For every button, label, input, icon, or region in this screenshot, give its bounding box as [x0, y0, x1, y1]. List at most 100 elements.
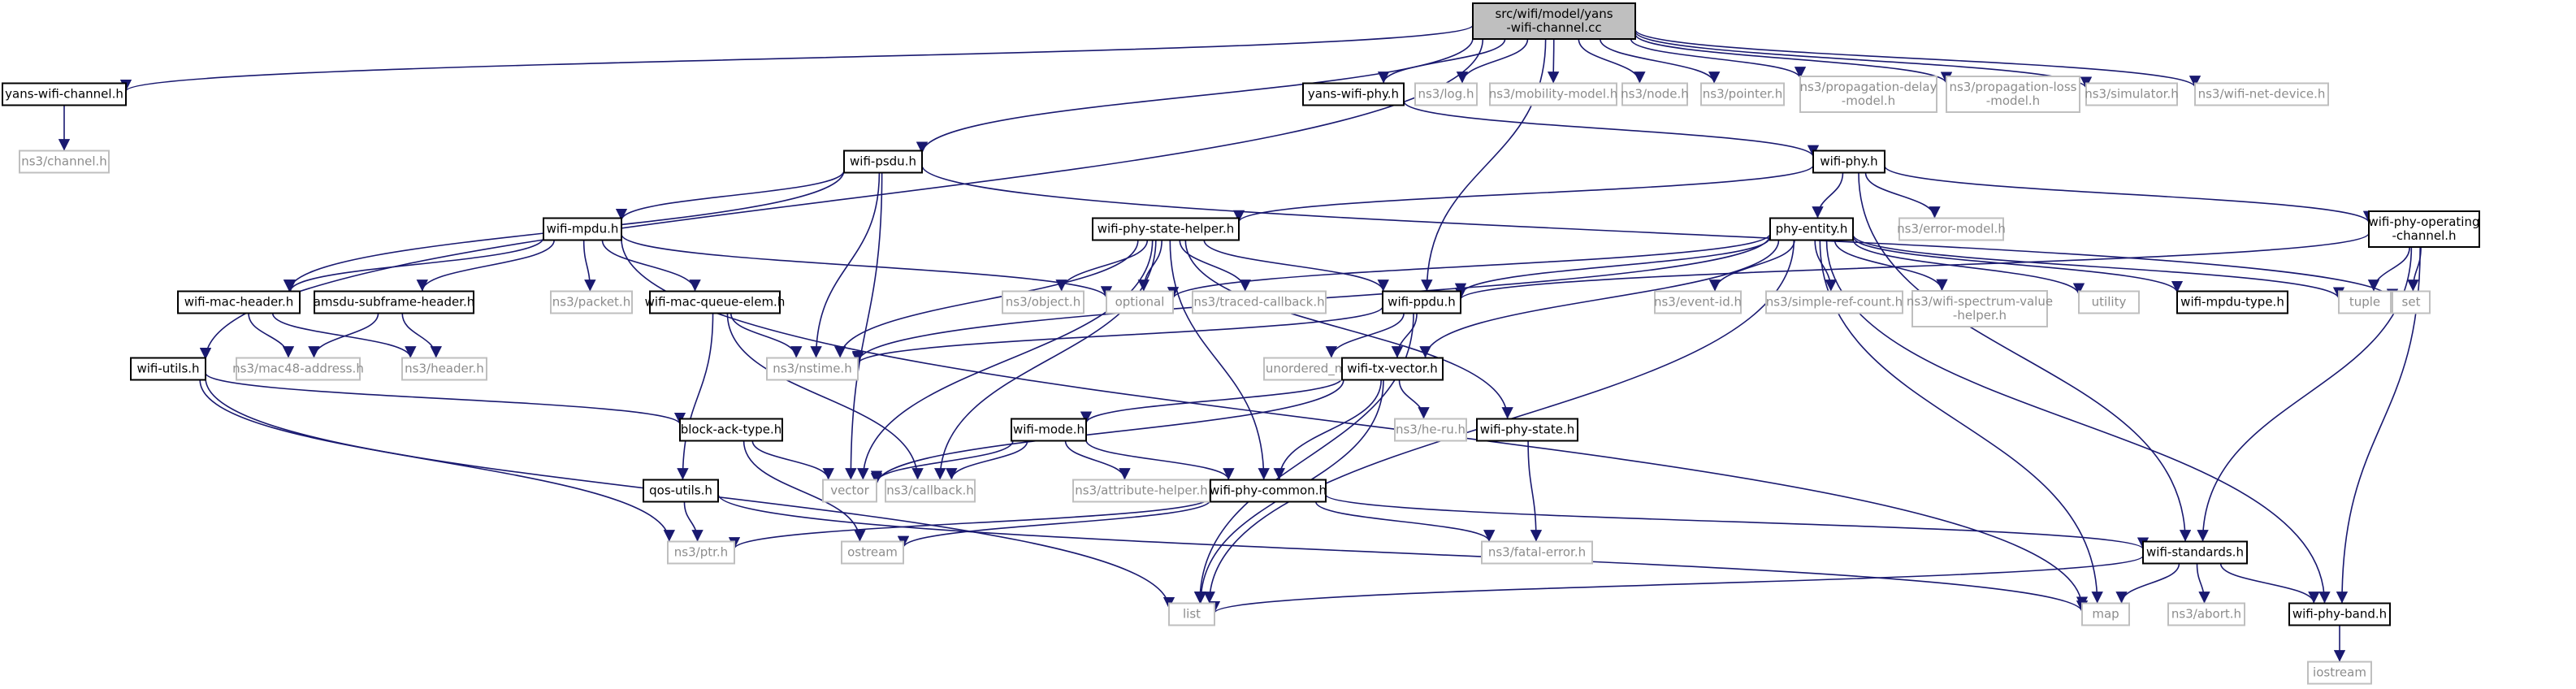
node-wifi-phy-state-helper[interactable]: wifi-phy-state-helper.h: [1092, 217, 1240, 241]
node-box: [885, 479, 976, 503]
edge-wifi-phy-common-to-ostream: [897, 499, 1211, 548]
node-ns3-callback: ns3/callback.h: [885, 479, 976, 503]
node-ns3-traced-callback: ns3/traced-callback.h: [1192, 290, 1327, 314]
node-label: list: [1183, 607, 1201, 622]
node-wifi-ppdu[interactable]: wifi-ppdu.h: [1382, 290, 1461, 314]
edge-wifi-ppdu-to-unordered-map: [1325, 313, 1405, 358]
edge-wifi-psdu-to-vector: [845, 172, 883, 480]
node-box: [643, 479, 719, 503]
node-iostream: iostream: [2307, 661, 2372, 685]
edge-wifi-tx-vector-to-wifi-mode: [1080, 377, 1343, 424]
node-wifi-tx-vector[interactable]: wifi-tx-vector.h: [1341, 357, 1444, 381]
graph-nodes: src/wifi/model/yans-wifi-channel.cc yans-…: [2, 2, 2480, 685]
node-label: ns3/propagation-delay: [1799, 80, 1937, 94]
node-box: [667, 540, 735, 565]
edge-wifi-mpdu-to-amsdu-subframe-header: [416, 240, 555, 292]
edge-wifi-ppdu-to-list: [1193, 313, 1414, 604]
edge-phy-entity-to-wifi-tx-vector: [1419, 240, 1780, 358]
edge-root-to-ns3-prop-loss: [1634, 33, 1953, 84]
node-label: wifi-phy-band.h: [2292, 607, 2387, 622]
node-box: [1700, 82, 1785, 106]
edge-block-ack-type-to-ostream: [742, 440, 866, 542]
node-box: [1011, 418, 1087, 442]
node-vector: vector: [822, 479, 877, 503]
node-label: ns3/channel.h: [21, 154, 107, 169]
node-label: ns3/simple-ref-count.h: [1766, 295, 1903, 310]
node-ns3-mac48-address: ns3/mac48-address.h: [232, 357, 364, 381]
node-phy-entity[interactable]: phy-entity.h: [1769, 217, 1854, 241]
node-box: [1341, 357, 1444, 381]
edge-root-to-ns3-prop-delay: [1630, 38, 1807, 79]
node-wifi-mac-queue-elem[interactable]: wifi-mac-queue-elem.h: [645, 290, 786, 314]
node-wifi-phy-band[interactable]: wifi-phy-band.h: [2288, 602, 2391, 626]
edge-phy-entity-to-tuple: [1852, 234, 2344, 300]
edge-wifi-phy-common-to-wifi-standards: [1325, 494, 2149, 550]
node-box: [2194, 82, 2329, 106]
edge-wifi-standards-to-list: [1209, 555, 2144, 613]
graph-edges: [58, 24, 2422, 662]
node-box: [1476, 418, 1578, 442]
node-wifi-psdu[interactable]: wifi-psdu.h: [843, 150, 923, 174]
node-label: wifi-phy-state.h: [1480, 422, 1575, 437]
node-label: tuple: [2349, 295, 2380, 310]
node-box: [1382, 290, 1461, 314]
node-ns3-channel: ns3/channel.h: [19, 150, 110, 174]
node-yans-wifi-channel[interactable]: yans-wifi-channel.h: [2, 82, 127, 106]
node-label: -model.h: [1986, 93, 2040, 108]
node-wifi-mode[interactable]: wifi-mode.h: [1011, 418, 1087, 442]
node-label: set: [2402, 295, 2421, 310]
node-wifi-mpdu-type[interactable]: wifi-mpdu-type.h: [2176, 290, 2288, 314]
edge-wifi-phy-state-helper-to-wifi-phy-common: [1169, 240, 1270, 480]
node-label: wifi-standards.h: [2146, 545, 2244, 560]
node-label: wifi-psdu.h: [850, 154, 916, 169]
edge-wifi-mpdu-to-wifi-mac-queue-elem: [601, 240, 701, 292]
edge-wifi-tx-vector-to-ns3-he-ru: [1398, 379, 1430, 419]
node-ns3-error-model: ns3/error-model.h: [1897, 217, 2006, 241]
node-ns3-fatal-error: ns3/fatal-error.h: [1481, 540, 1593, 565]
node-ns3-ptr: ns3/ptr.h: [667, 540, 735, 565]
node-wifi-utils[interactable]: wifi-utils.h: [130, 357, 206, 381]
node-box: [1812, 150, 1885, 174]
edge-root-to-ns3-node: [1578, 38, 1646, 84]
edge-wifi-phy-state-helper-to-vector: [857, 240, 1154, 480]
node-box: [1765, 290, 1903, 314]
node-label: ns3/mobility-model.h: [1489, 87, 1618, 102]
node-wifi-phy[interactable]: wifi-phy.h: [1812, 150, 1885, 174]
node-wifi-mac-header[interactable]: wifi-mac-header.h: [177, 290, 301, 314]
node-wifi-phy-common[interactable]: wifi-phy-common.h: [1210, 479, 1327, 503]
edge-wifi-phy-to-wifi-phy-operating-channel: [1884, 165, 2375, 223]
node-yans-wifi-phy[interactable]: yans-wifi-phy.h: [1302, 82, 1405, 106]
node-wifi-mpdu[interactable]: wifi-mpdu.h: [543, 217, 622, 241]
node-label: src/wifi/model/yans: [1495, 6, 1613, 21]
node-ns3-header: ns3/header.h: [401, 357, 487, 381]
node-wifi-phy-operating-channel[interactable]: wifi-phy-operating-channel.h: [2368, 210, 2480, 248]
node-label: wifi-mac-queue-elem.h: [645, 295, 786, 310]
node-ns3-nstime: ns3/nstime.h: [766, 357, 859, 381]
node-label: wifi-mode.h: [1013, 422, 1085, 437]
edge-wifi-phy-operating-channel-to-tuple: [2367, 246, 2410, 292]
node-root[interactable]: src/wifi/model/yans-wifi-channel.cc: [1472, 2, 1636, 40]
node-ns3-simulator: ns3/simulator.h: [2085, 82, 2179, 106]
node-wifi-standards[interactable]: wifi-standards.h: [2142, 540, 2248, 565]
edge-wifi-mpdu-to-ns3-packet: [582, 240, 596, 292]
node-qos-utils[interactable]: qos-utils.h: [643, 479, 719, 503]
edge-wifi-phy-to-wifi-standards: [1858, 172, 2192, 542]
node-amsdu-subframe-header[interactable]: amsdu-subframe-header.h: [314, 290, 475, 314]
node-box: [2368, 210, 2480, 248]
edge-root-to-wifi-psdu: [916, 37, 1474, 154]
edge-root-to-ns3-wifi-net-device: [1634, 28, 2201, 88]
node-box: [841, 540, 904, 565]
node-label: phy-entity.h: [1776, 222, 1848, 236]
node-ns3-mobility-model: ns3/mobility-model.h: [1489, 82, 1618, 106]
node-label: ns3/wifi-net-device.h: [2198, 87, 2326, 102]
node-label: ns3/log.h: [1418, 87, 1474, 102]
node-label: amsdu-subframe-header.h: [314, 295, 475, 310]
edge-wifi-phy-to-phy-entity: [1812, 172, 1844, 219]
node-wifi-phy-state[interactable]: wifi-phy-state.h: [1476, 418, 1578, 442]
node-label: ns3/wifi-spectrum-value: [1907, 294, 2053, 309]
node-block-ack-type[interactable]: block-ack-type.h: [679, 418, 783, 442]
edge-root-to-yans-wifi-channel: [120, 24, 1474, 92]
node-box: [550, 290, 633, 314]
node-box: [1168, 602, 1215, 626]
